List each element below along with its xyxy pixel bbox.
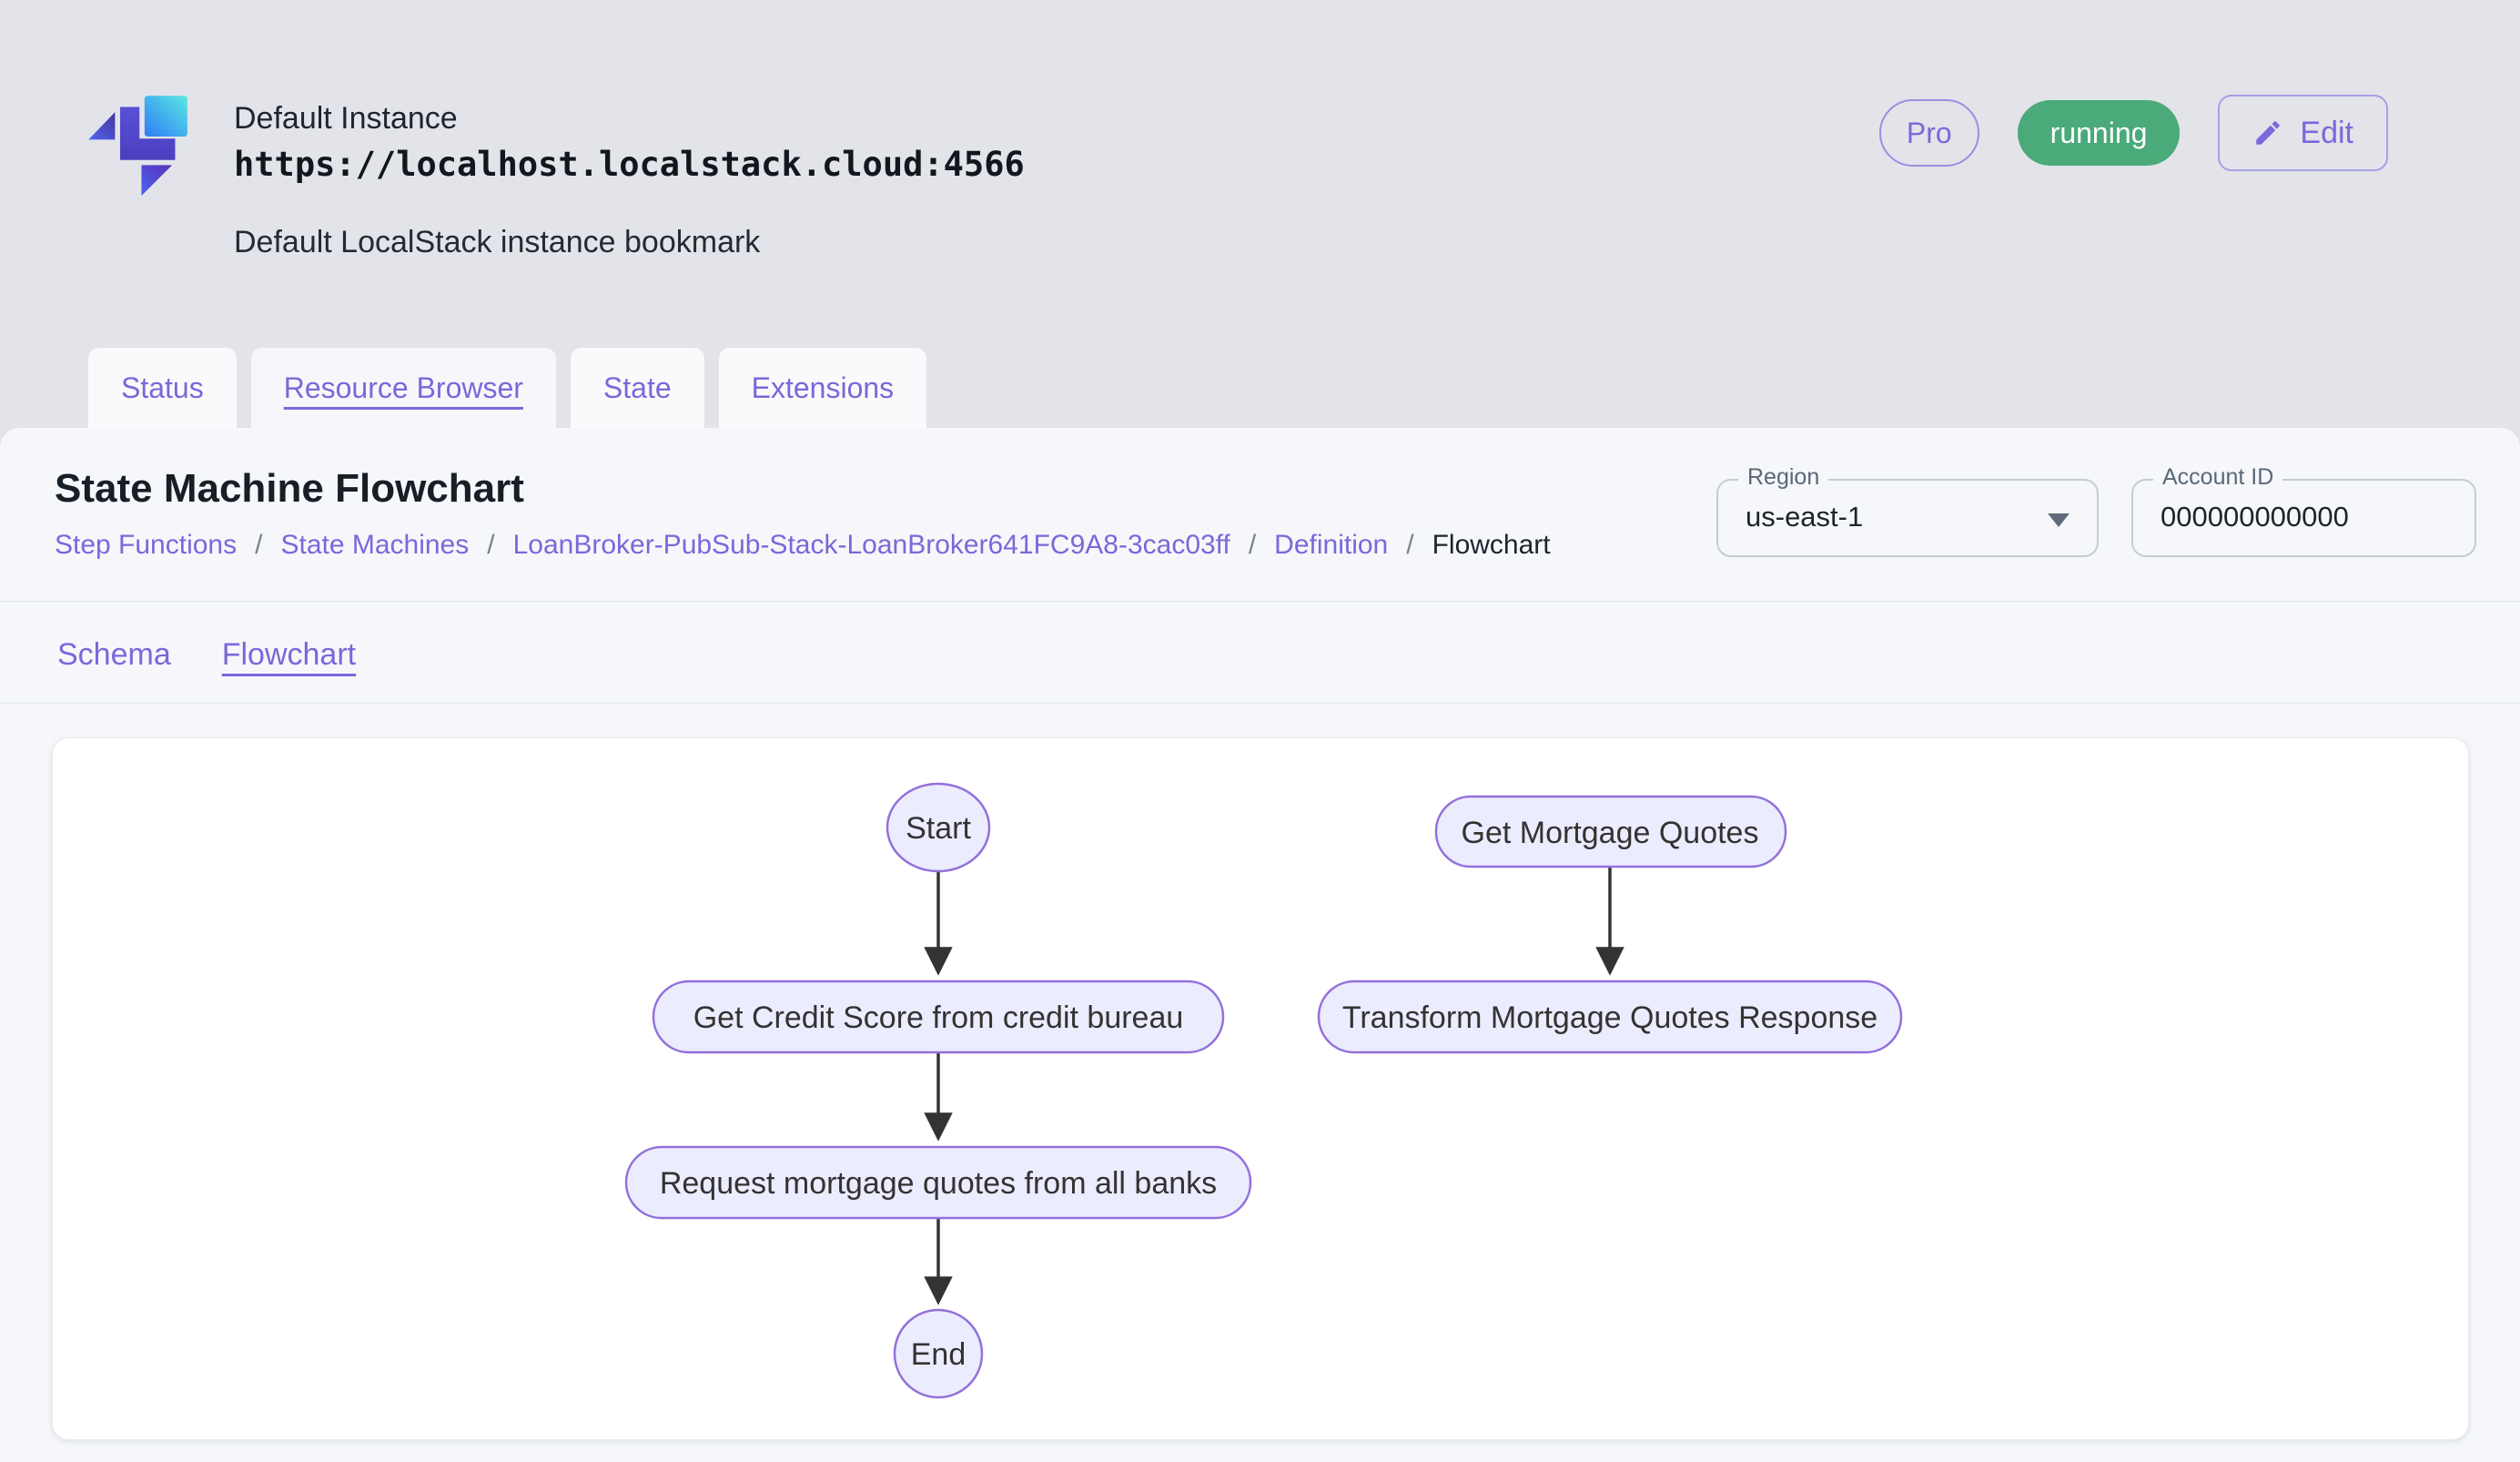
page-title: State Machine Flowchart [55, 466, 524, 511]
account-id-input[interactable] [2133, 481, 2435, 553]
instance-description: Default LocalStack instance bookmark [234, 225, 761, 259]
svg-text:Start: Start [906, 811, 971, 846]
resource-browser-panel: State Machine Flowchart Step Functions /… [0, 428, 2520, 1462]
flow-node-end: End [893, 1308, 984, 1399]
svg-text:Transform Mortgage Quotes Resp: Transform Mortgage Quotes Response [1342, 1000, 1877, 1035]
region-select[interactable]: Region us-east-1 [1716, 464, 2099, 557]
tab-extensions[interactable]: Extensions [718, 348, 927, 428]
svg-text:Request mortgage quotes from a: Request mortgage quotes from all banks [660, 1166, 1217, 1201]
instance-url: https://localhost.localstack.cloud:4566 [234, 145, 1025, 184]
account-id-field: Account ID [2131, 464, 2476, 557]
divider [0, 703, 2520, 704]
svg-text:End: End [911, 1337, 967, 1372]
flow-node-get-credit-score: Get Credit Score from credit bureau [652, 980, 1225, 1054]
dropdown-caret-icon [2048, 513, 2070, 527]
region-label: Region [1738, 464, 1829, 491]
flow-node-request-quotes: Request mortgage quotes from all banks [624, 1145, 1252, 1220]
svg-text:Get Credit Score from credit b: Get Credit Score from credit bureau [693, 1000, 1184, 1035]
header-actions: Pro running Edit [1878, 95, 2388, 171]
flow-node-start: Start [886, 782, 991, 873]
breadcrumb-current: Flowchart [1432, 530, 1551, 560]
flow-node-transform-response: Transform Mortgage Quotes Response [1317, 980, 1903, 1054]
breadcrumb-definition[interactable]: Definition [1274, 530, 1389, 560]
subtab-schema[interactable]: Schema [57, 637, 171, 672]
status-badge: running [2017, 100, 2181, 166]
account-id-label: Account ID [2153, 464, 2283, 491]
edit-button[interactable]: Edit [2218, 95, 2388, 171]
breadcrumb: Step Functions / State Machines / LoanBr… [55, 530, 1551, 560]
breadcrumb-state-machine-name[interactable]: LoanBroker-PubSub-Stack-LoanBroker641FC9… [512, 530, 1230, 560]
flowchart-card: Start Get Credit Score from credit burea… [52, 737, 2469, 1440]
instance-name: Default Instance [234, 101, 458, 136]
main-tabs: Status Resource Browser State Extensions [88, 348, 927, 428]
definition-subtabs: Schema Flowchart [57, 634, 356, 675]
instance-header: Default Instance https://localhost.local… [86, 94, 1025, 260]
divider [0, 601, 2520, 602]
tab-resource-browser[interactable]: Resource Browser [250, 348, 556, 428]
flow-node-get-mortgage-quotes: Get Mortgage Quotes [1434, 795, 1787, 868]
breadcrumb-state-machines[interactable]: State Machines [280, 530, 470, 560]
region-value: us-east-1 [1746, 501, 1864, 533]
state-machine-flowchart: Start Get Credit Score from credit burea… [624, 782, 1903, 1399]
edit-button-label: Edit [2300, 115, 2353, 150]
breadcrumb-step-functions[interactable]: Step Functions [55, 530, 238, 560]
subtab-flowchart[interactable]: Flowchart [221, 637, 357, 672]
tab-status[interactable]: Status [88, 348, 237, 428]
localstack-logo-icon [86, 94, 188, 200]
tab-state[interactable]: State [570, 348, 704, 428]
pencil-icon [2252, 117, 2283, 148]
svg-text:Get Mortgage Quotes: Get Mortgage Quotes [1462, 816, 1759, 850]
pro-badge: Pro [1878, 99, 1979, 167]
